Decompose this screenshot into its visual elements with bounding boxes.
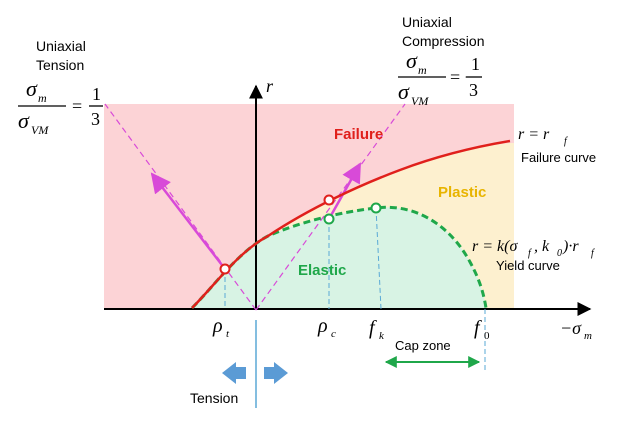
tension-load-path xyxy=(104,103,257,311)
tension-label: Tension xyxy=(190,390,238,406)
svg-text:=: = xyxy=(72,96,82,116)
compression-ratio: σ m σ VM = − 1 3 xyxy=(398,48,482,108)
cap-zone-label: Cap zone xyxy=(395,338,451,353)
svg-text:3: 3 xyxy=(469,80,478,100)
svg-text:ρ: ρ xyxy=(212,315,223,337)
svg-text:σ: σ xyxy=(26,76,38,101)
svg-text:r = k(σ: r = k(σ xyxy=(472,238,518,255)
uniaxial-compression-line2: Compression xyxy=(402,33,484,49)
yield-curve-equation: r = k(σ f , k 0 )·r f xyxy=(472,238,595,259)
svg-text:c: c xyxy=(331,328,336,340)
svg-text:t: t xyxy=(226,328,230,340)
svg-text:0: 0 xyxy=(484,330,490,342)
axis-sigma-label: −σ m xyxy=(560,318,592,342)
failure-curve-label: Failure curve xyxy=(521,150,596,165)
svg-text:σ: σ xyxy=(406,48,418,73)
uniaxial-tension-line2: Tension xyxy=(36,57,84,73)
tension-right-arrow-icon xyxy=(264,362,288,384)
tension-arrow xyxy=(150,172,226,270)
f-k-label: f k xyxy=(369,317,385,342)
svg-text:k: k xyxy=(379,330,385,342)
svg-text:3: 3 xyxy=(91,109,100,129)
failure-label: Failure xyxy=(334,126,383,143)
svg-text:= −: = − xyxy=(450,67,475,87)
uniaxial-compression-line1: Uniaxial xyxy=(402,14,452,30)
svg-text:, k: , k xyxy=(534,238,550,255)
svg-text:VM: VM xyxy=(31,123,49,137)
compression-failure-point xyxy=(323,194,335,206)
rho-c-label: ρ c xyxy=(317,315,336,340)
rho-t-label: ρ t xyxy=(212,315,230,340)
yield-peak-point xyxy=(370,202,382,214)
f-0-label: f 0 xyxy=(474,317,490,342)
plastic-label: Plastic xyxy=(438,184,486,201)
svg-text:1: 1 xyxy=(92,84,101,104)
elastic-label: Elastic xyxy=(298,262,346,279)
svg-text:r = r: r = r xyxy=(518,126,550,143)
uniaxial-tension-line1: Uniaxial xyxy=(36,38,86,54)
svg-text:f: f xyxy=(369,317,377,339)
elastic-region xyxy=(192,207,486,308)
failure-curve-equation: r = r f xyxy=(518,126,568,147)
axis-r-label: r xyxy=(266,76,274,96)
svg-text:f: f xyxy=(528,248,532,259)
tension-failure-point xyxy=(219,263,231,275)
svg-text:m: m xyxy=(584,330,592,342)
compression-arrow xyxy=(327,162,362,220)
svg-text:0: 0 xyxy=(557,248,562,259)
svg-text:f: f xyxy=(474,317,482,339)
compression-load-path xyxy=(255,103,406,311)
svg-text:m: m xyxy=(418,63,427,77)
svg-text:VM: VM xyxy=(411,94,429,108)
svg-text:f: f xyxy=(564,136,568,147)
svg-text:−σ: −σ xyxy=(560,318,582,338)
svg-text:f: f xyxy=(591,248,595,259)
svg-text:σ: σ xyxy=(398,79,410,104)
svg-text:σ: σ xyxy=(18,108,30,133)
svg-text:ρ: ρ xyxy=(317,315,328,337)
svg-text:)·r: )·r xyxy=(562,238,579,255)
guide-lines xyxy=(224,207,486,372)
yield-curve-label: Yield curve xyxy=(496,258,560,273)
tension-left-arrow-icon xyxy=(222,362,246,384)
svg-text:1: 1 xyxy=(471,54,480,74)
tension-ratio: σ m σ VM = 1 3 xyxy=(18,76,103,137)
compression-yield-point xyxy=(323,213,335,225)
svg-text:m: m xyxy=(38,91,47,105)
